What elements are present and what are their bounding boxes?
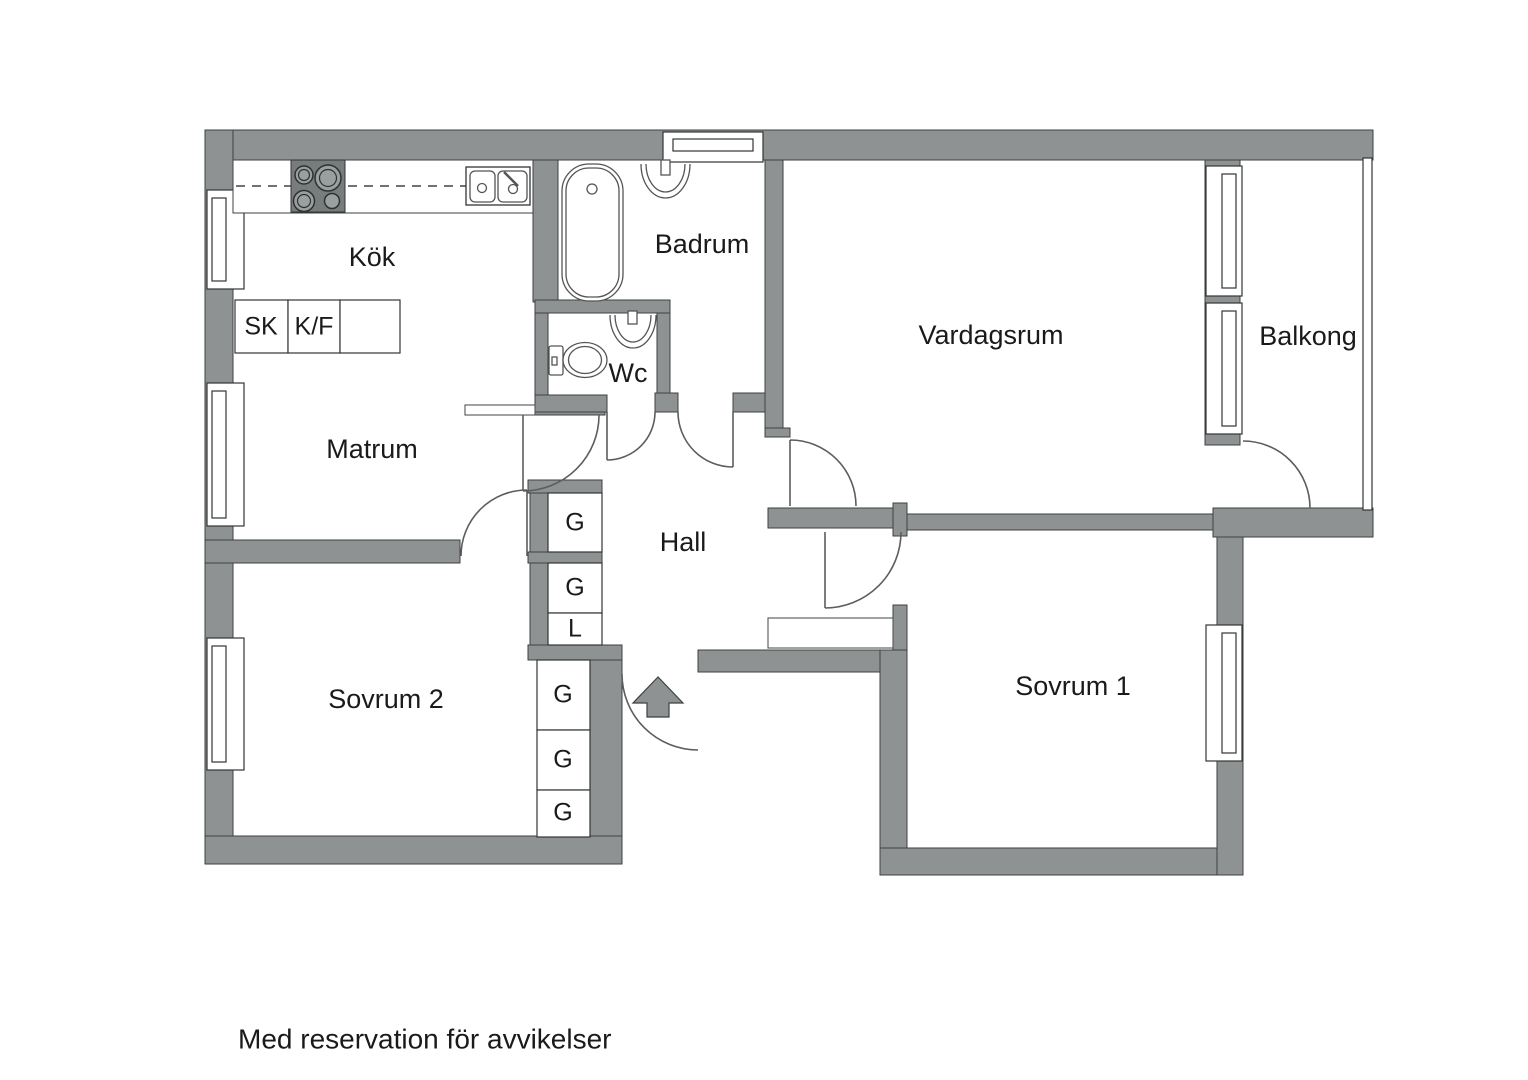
openings [464,404,894,649]
window-badrum-vent [662,131,764,163]
kitchen-fixtures [232,159,534,354]
door-arc-entry [621,673,699,751]
window-sovrum1 [1205,624,1243,762]
wall-matrum-sovrum2 [204,539,461,564]
matrum-hall-opening-sill [464,404,536,416]
window-kitchen [206,189,245,290]
door-arc-wc [606,411,656,461]
wall-sovrum1-bottom [879,847,1244,876]
closet-boxes [536,492,603,838]
label-closet-s2-1: G [553,681,572,709]
wall-hall-sovrum1-left [767,507,894,529]
wc-sink-icon [609,310,657,349]
label-badrum: Badrum [655,229,750,259]
kitchen-sink-icon [465,166,531,206]
wall-closet-bottom [527,644,623,661]
label-sovrum1: Sovrum 1 [1015,671,1131,701]
label-balkong: Balkong [1259,321,1357,351]
door-arc-sovrum1 [824,531,902,609]
doors [460,411,1311,751]
label-vardagsrum: Vardagsrum [918,320,1063,350]
wall-hall-sovrum1-right [906,513,1214,531]
entry-arrow-icon [631,676,685,718]
wall-closet-cap [527,479,603,494]
bathtub-icon [561,163,624,302]
wall-sovrum1-left-upper [892,604,908,651]
door-arc-vardagsrum [789,439,857,507]
window-sovrum2 [206,637,245,771]
label-kok: Kök [349,242,396,272]
window-matrum [206,382,245,527]
wall-kitchen-badrum [532,159,559,303]
wall-badrum-vardagsrum-foot [764,427,791,438]
wall-wc-right [656,312,671,396]
wall-wc-post [654,392,679,413]
label-matrum: Matrum [326,434,418,464]
label-hall: Hall [660,527,707,557]
wall-sovrum1-door-post [892,502,908,537]
door-arc-sovrum2 [460,489,528,557]
label-closet-hall-1: G [565,509,584,537]
label-closet-hall-2: G [565,574,584,602]
wall-wc-top [534,299,671,314]
label-sovrum2: Sovrum 2 [328,684,444,714]
windows [206,131,1373,771]
closet-sovrum2-g3 [536,789,591,838]
closet-sovrum2-g1 [536,659,591,731]
toilet-icon [548,341,608,379]
wall-balkong-bottom [1212,507,1374,538]
wall-sovrum1-left [879,649,908,876]
closet-hall-g2 [547,562,603,614]
badrum-sink-icon [640,159,691,199]
wall-closet-strip [527,551,603,564]
balkong-railing [1362,157,1373,511]
label-cabinet-sk: SK [244,313,278,341]
kitchen-cabinets [234,299,401,354]
door-arc-balkong [1242,440,1311,509]
labels: Kök Matrum Badrum Wc Hall Vardagsrum Bal… [244,229,1356,826]
label-closet-s2-3: G [553,799,572,827]
wall-closet-right [589,659,623,865]
wall-top [204,129,1374,161]
closet-hall-g1 [547,492,603,553]
hall-sill [767,617,894,649]
closet-hall-l [547,612,603,646]
wall-wc-bottom [534,394,608,413]
label-closet-hall-3: L [568,615,582,643]
wall-sovrum2-bottom [204,835,623,865]
footer-disclaimer: Med reservation för avvikelser [238,1023,611,1054]
cabinet-empty [339,299,401,354]
cabinet-kf [287,299,341,354]
closet-sovrum2-g2 [536,729,591,791]
window-vardagsrum-lower [1205,302,1243,435]
door-arc-matrum [522,414,600,492]
wall-hall-bottom [697,649,881,673]
wall-badrum-vardagsrum [764,159,784,438]
window-vardagsrum-upper [1205,165,1243,297]
stove-icon [290,159,346,213]
cabinet-sk [234,299,289,354]
label-wc: Wc [609,358,648,388]
bath-fixtures [548,159,691,379]
label-cabinet-kf: K/F [295,313,334,341]
door-arc-badrum [677,411,734,468]
label-closet-s2-2: G [553,746,572,774]
